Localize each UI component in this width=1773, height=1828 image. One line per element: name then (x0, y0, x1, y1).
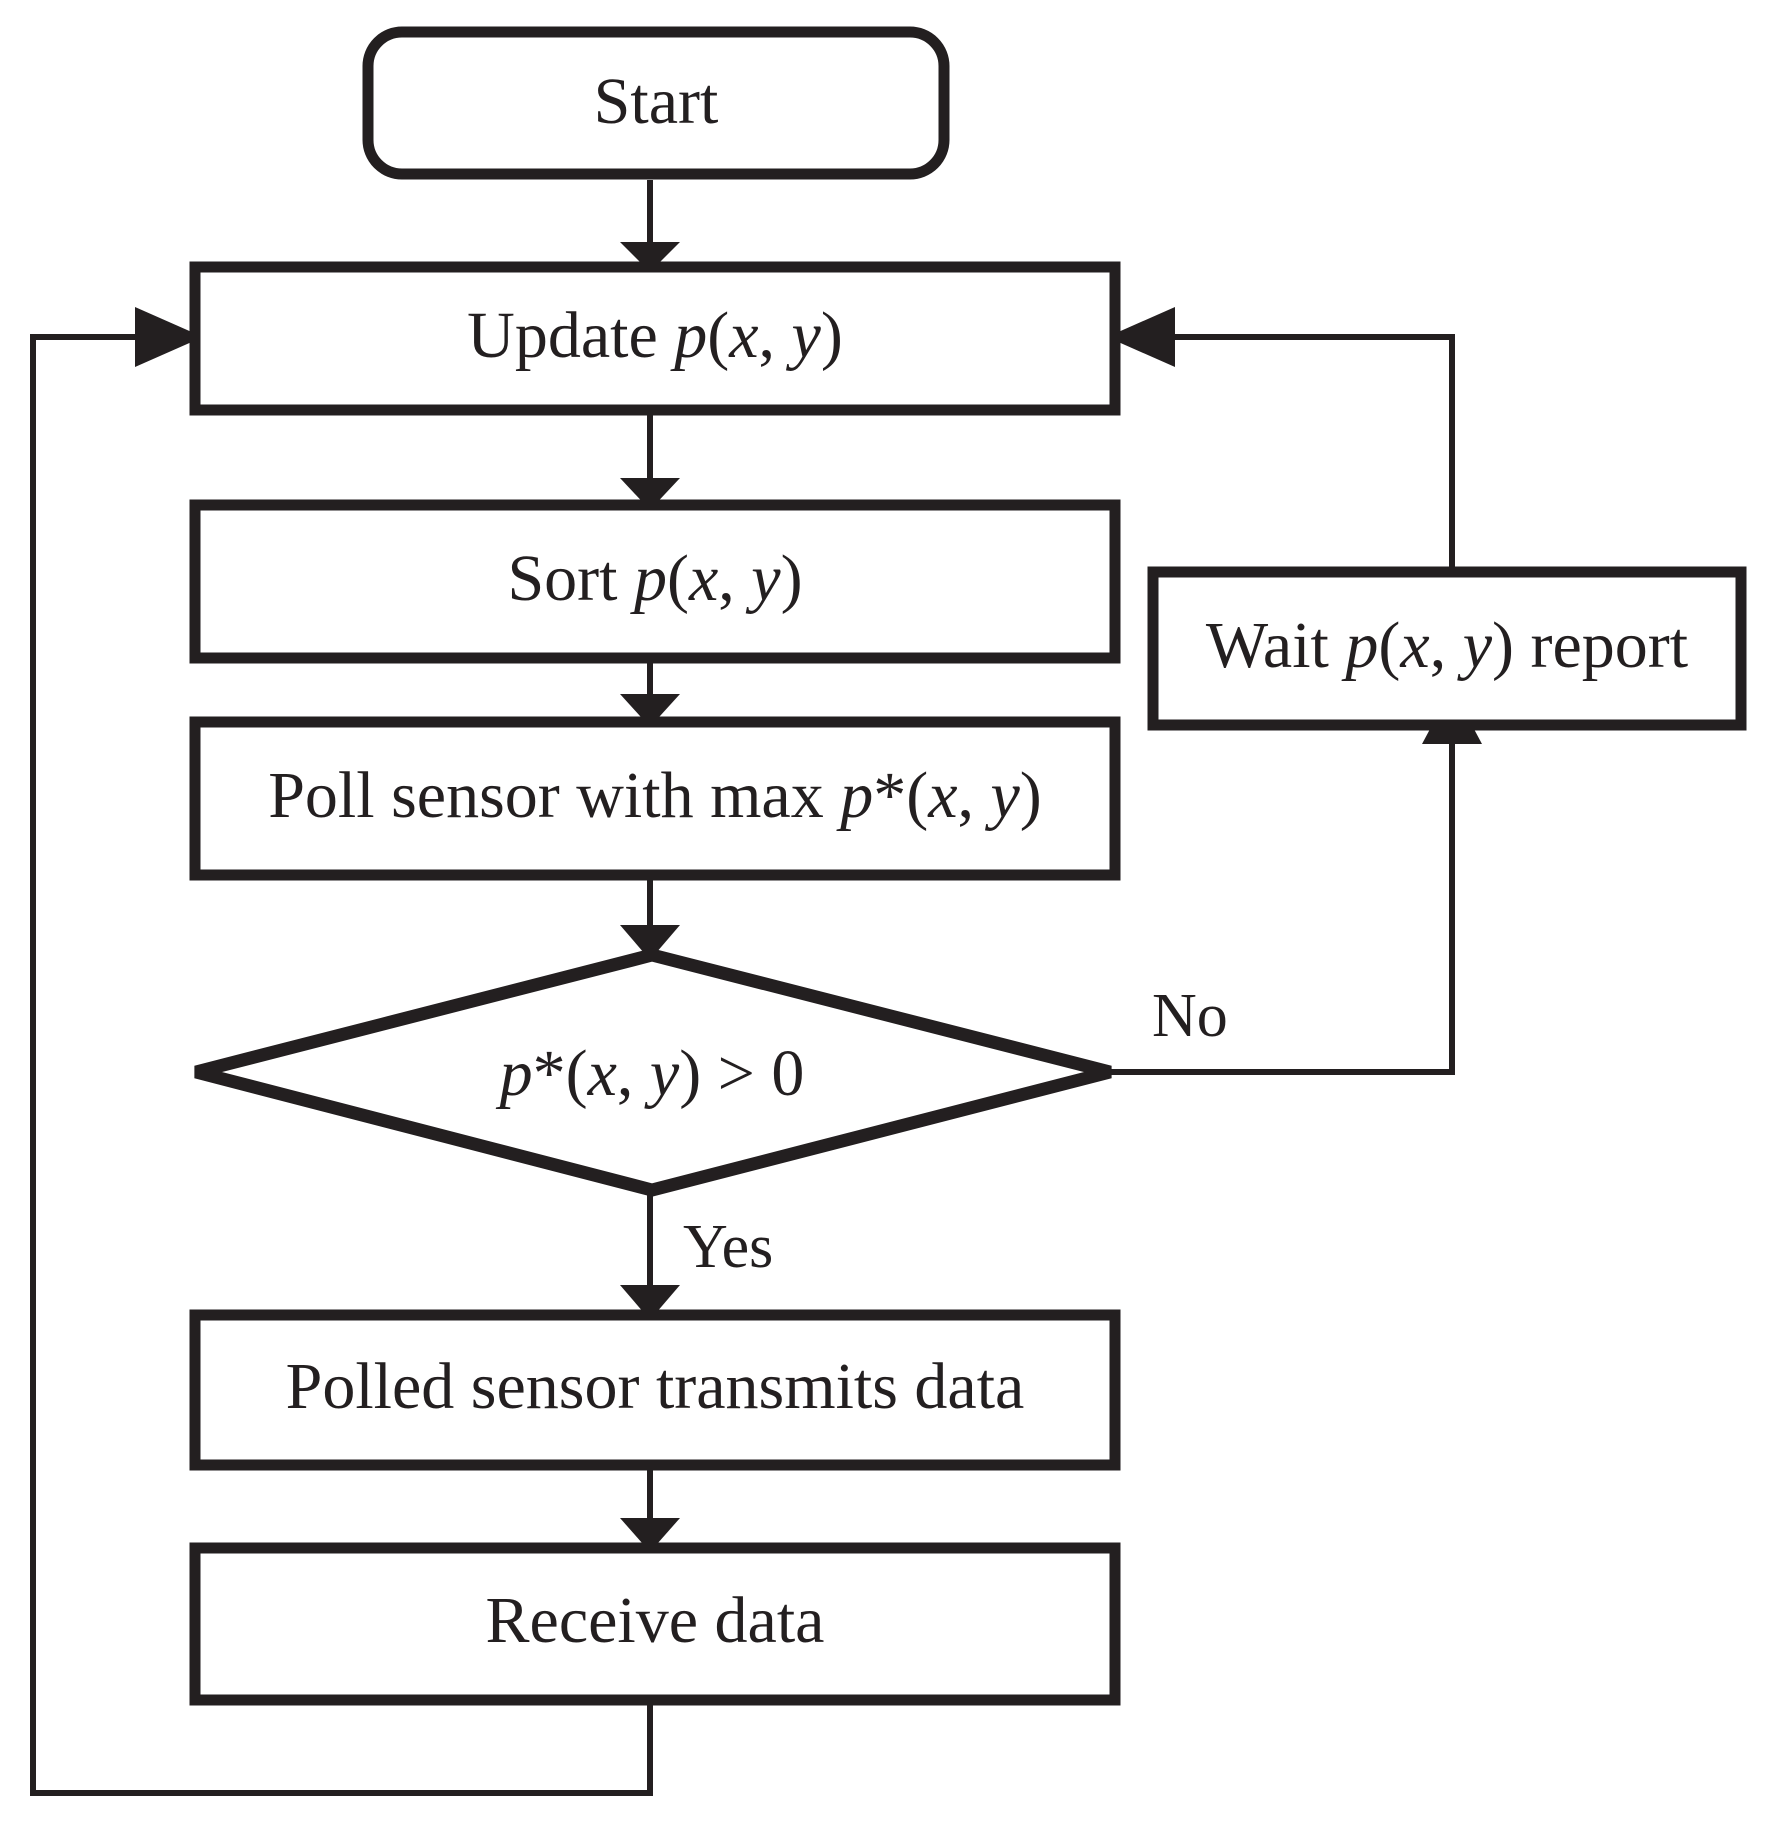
transmit-shape (189, 1309, 1121, 1471)
start-label: Start (594, 65, 719, 138)
edge-wait-update (1107, 307, 1455, 572)
edge-transmit-receive (620, 1465, 680, 1552)
connectors-group (30, 180, 1482, 1796)
node-update[interactable]: Update p(x, y) (189, 261, 1121, 416)
wait-label: Wait p(x, y) report (1206, 609, 1688, 682)
sort-shape (189, 499, 1121, 664)
edge-start-update (620, 180, 680, 272)
sort-label: Sort p(x, y) (507, 542, 802, 615)
receive-label: Receive data (486, 1584, 825, 1657)
edge-label-no: No (1152, 982, 1228, 1050)
edge-label-yes: Yes (683, 1213, 773, 1281)
wait-shape (1147, 566, 1747, 731)
node-start[interactable]: Start (362, 26, 950, 180)
start-shape (362, 26, 950, 180)
update-label: Update p(x, y) (467, 299, 843, 372)
node-decision[interactable]: p*(x, y) > 0 (194, 948, 1112, 1197)
edge-update-sort (620, 410, 680, 510)
update-shape (189, 261, 1121, 416)
transmit-label: Polled sensor transmits data (286, 1350, 1025, 1423)
poll-shape (189, 716, 1121, 881)
poll-label: Poll sensor with max p*(x, y) (268, 759, 1042, 832)
node-receive[interactable]: Receive data (189, 1542, 1121, 1706)
decision-shape (194, 948, 1112, 1197)
decision-label: p*(x, y) > 0 (496, 1037, 805, 1110)
node-sort[interactable]: Sort p(x, y) (189, 499, 1121, 664)
node-transmit[interactable]: Polled sensor transmits data (189, 1309, 1121, 1471)
edge-decision-transmit (620, 1190, 680, 1320)
edge-poll-decision (620, 875, 680, 960)
edge-sort-poll (620, 658, 680, 727)
edge-receive-update (30, 307, 653, 1796)
receive-shape (189, 1542, 1121, 1706)
node-wait[interactable]: Wait p(x, y) report (1147, 566, 1747, 731)
node-poll[interactable]: Poll sensor with max p*(x, y) (189, 716, 1121, 881)
